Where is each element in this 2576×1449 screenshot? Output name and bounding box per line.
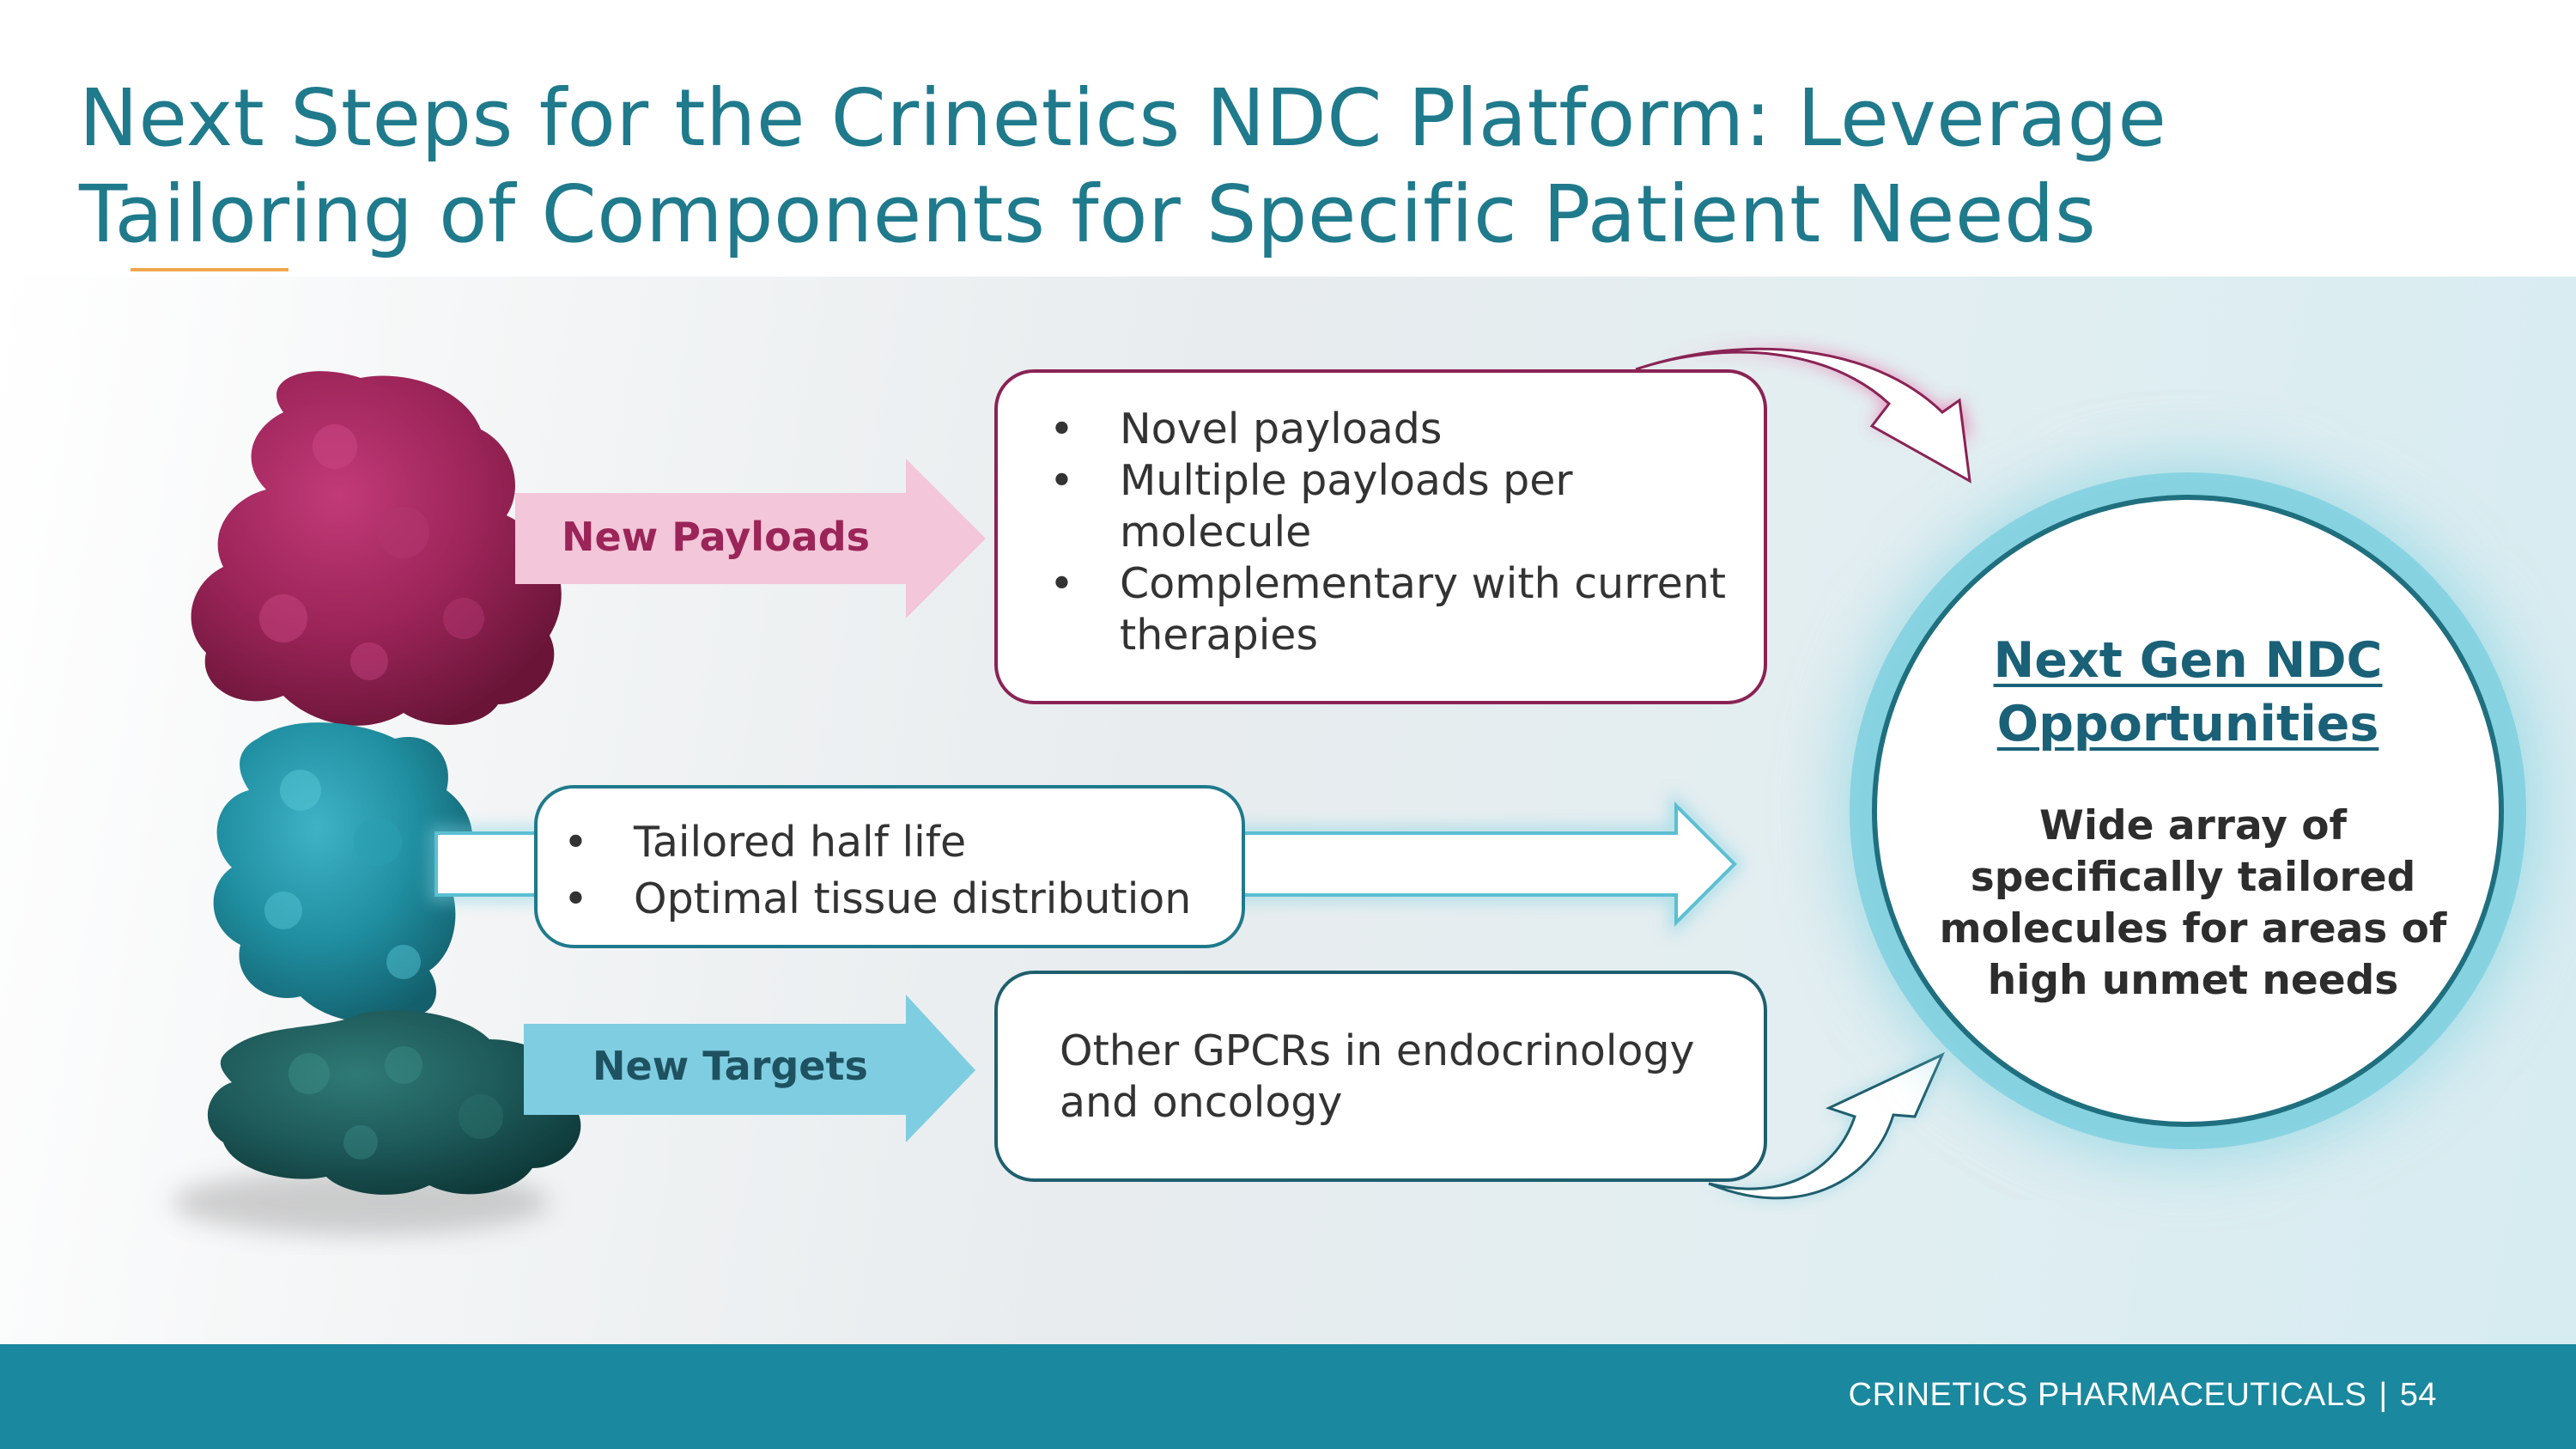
targets-box: Other GPCRs in endocrinology and oncolog…: [994, 971, 1767, 1182]
page-number: 54: [2399, 1377, 2437, 1413]
outcome-title: Next Gen NDC Opportunities: [1877, 629, 2499, 756]
list-item: • Multiple payloads per molecule: [1049, 455, 1736, 558]
list-item: • Complementary with current therapies: [1049, 558, 1736, 661]
next-gen-outcome-circle: Next Gen NDC Opportunities Wide array of…: [1872, 495, 2504, 1127]
title-line-2: Tailoring of Components for Specific Pat…: [79, 168, 2097, 260]
targets-curved-arrow: [1708, 1051, 1946, 1200]
list-item: • Optimal tissue distribution: [563, 871, 1233, 928]
bullet-text: Complementary with current therapies: [1120, 559, 1726, 660]
payloads-block-arrow: [515, 459, 986, 618]
curved-arrow-icon: [1635, 347, 1971, 484]
title-accent-underline: [131, 268, 289, 271]
footer-bar: CRINETICS PHARMACEUTICALS | 54: [0, 1344, 2576, 1449]
bullet-icon: •: [1049, 559, 1074, 608]
payloads-bullet-list: • Novel payloads • Multiple payloads per m…: [1049, 404, 1736, 661]
payload-domain-blob: [191, 371, 562, 726]
outcome-body: Wide array of specifically tailored mole…: [1939, 802, 2447, 1004]
curved-arrow-icon: [1708, 1051, 1946, 1200]
list-item: • Novel payloads: [1049, 404, 1736, 455]
bullet-icon: •: [563, 818, 588, 867]
outcome-title-line-2: Opportunities: [1996, 696, 2379, 752]
half-life-domain-blob: [213, 722, 473, 1023]
bullet-icon: •: [563, 874, 588, 923]
half-life-box: • Tailored half life • Optimal tissue dist…: [534, 785, 1245, 948]
list-item: • Tailored half life: [563, 814, 1233, 871]
bullet-text: Novel payloads: [1120, 405, 1443, 454]
outcome-title-line-1: Next Gen NDC: [1993, 632, 2383, 689]
bullet-icon: •: [1049, 456, 1074, 505]
molecule-stack-illustration: [172, 371, 581, 1235]
targets-block-arrow: [524, 995, 975, 1142]
targets-text: Other GPCRs in endocrinology and oncolog…: [1060, 1026, 1695, 1127]
footer-text: CRINETICS PHARMACEUTICALS | 54: [1849, 1377, 2437, 1414]
targeting-domain-blob: [207, 1010, 581, 1195]
bullet-icon: •: [1049, 405, 1074, 454]
slide-title: Next Steps for the Crinetics NDC Platfor…: [79, 70, 2466, 263]
new-payloads-label: New Payloads: [562, 514, 871, 560]
payloads-box: • Novel payloads • Multiple payloads per m…: [994, 369, 1767, 704]
block-arrow-icon: [524, 995, 975, 1142]
payloads-curved-arrow: [1635, 347, 1971, 484]
title-line-1: Next Steps for the Crinetics NDC Platfor…: [79, 72, 2167, 164]
bullet-text: Optimal tissue distribution: [634, 874, 1192, 923]
footer-separator: |: [2379, 1377, 2388, 1413]
bullet-text: Multiple payloads per molecule: [1120, 456, 1573, 557]
new-targets-label: New Targets: [592, 1043, 868, 1089]
half-life-bullet-list: • Tailored half life • Optimal tissue dist…: [563, 814, 1233, 928]
block-arrow-icon: [515, 459, 986, 618]
bullet-text: Tailored half life: [634, 818, 967, 867]
footer-company: CRINETICS PHARMACEUTICALS: [1848, 1377, 2367, 1413]
